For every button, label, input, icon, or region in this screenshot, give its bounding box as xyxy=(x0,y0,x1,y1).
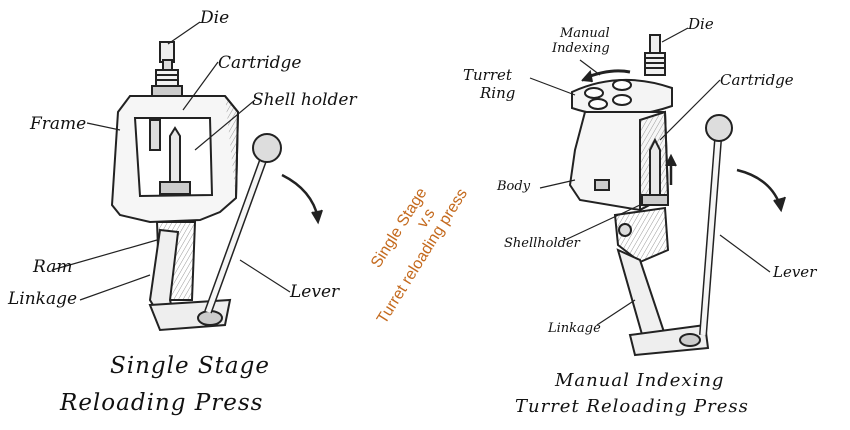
turret-die-part xyxy=(645,35,665,75)
caption-turret-2: Turret Reloading Press xyxy=(515,398,749,416)
label-cartridge: Cartridge xyxy=(218,55,302,72)
label-shell-holder: Shell holder xyxy=(252,92,357,109)
label-lever: Lever xyxy=(290,284,339,301)
label-turret-lever: Lever xyxy=(773,265,816,280)
label-linkage: Linkage xyxy=(8,291,77,308)
label-turret-die: Die xyxy=(688,17,714,32)
label-turret: Turret xyxy=(463,68,512,83)
label-turret-linkage: Linkage xyxy=(548,322,601,335)
caption-turret-1: Manual Indexing xyxy=(555,372,724,390)
caption-single-stage-2: Reloading Press xyxy=(60,392,263,415)
shell-holder-part xyxy=(160,182,190,194)
label-manual: Manual xyxy=(560,27,610,40)
die-part xyxy=(152,42,182,96)
label-ram: Ram xyxy=(33,259,72,276)
label-frame: Frame xyxy=(30,116,86,133)
cartridge-part xyxy=(170,128,180,182)
caption-single-stage-1: Single Stage xyxy=(110,355,270,378)
label-indexing: Indexing xyxy=(552,42,610,55)
label-turret-cartridge: Cartridge xyxy=(720,73,794,88)
label-ring: Ring xyxy=(480,86,515,101)
label-shellholder: Shellholder xyxy=(504,237,580,250)
label-body: Body xyxy=(497,180,530,193)
label-die: Die xyxy=(200,10,229,27)
turret-cartridge-part xyxy=(650,140,660,195)
